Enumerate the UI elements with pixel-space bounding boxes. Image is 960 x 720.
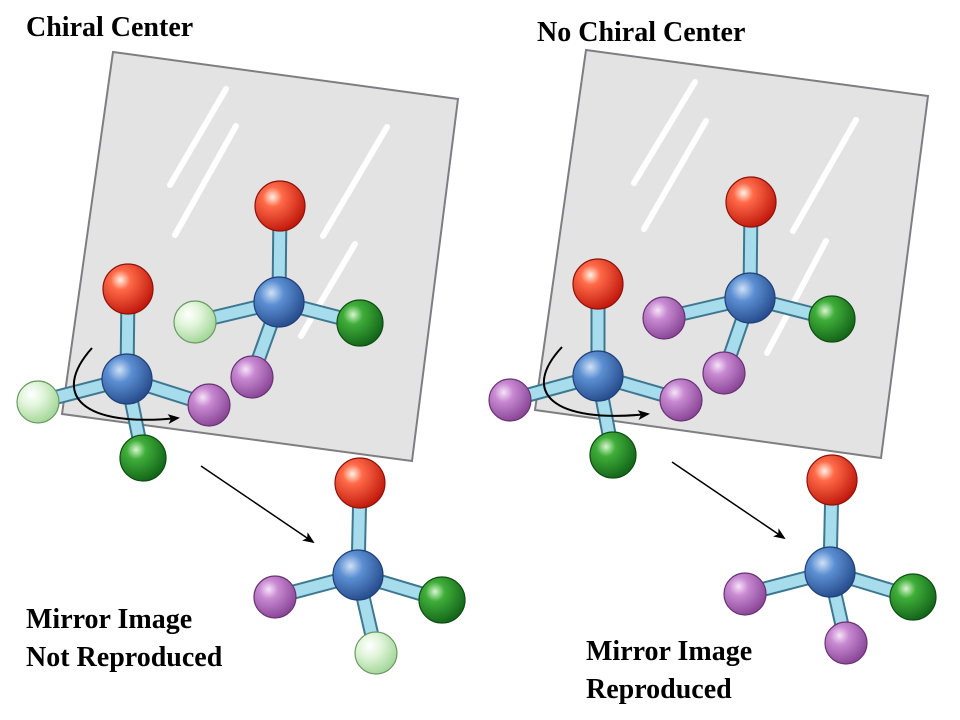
carbon-atom	[332, 549, 384, 601]
rotation-arrow	[542, 346, 650, 421]
rotation-arrow	[72, 347, 180, 425]
right-title: No Chiral Center	[537, 17, 745, 48]
carbon-atom	[101, 353, 153, 405]
green-atom	[889, 573, 937, 621]
purple-atom	[230, 355, 274, 399]
mirror-glare	[631, 79, 859, 356]
green-atom	[336, 299, 384, 347]
left-panel: Chiral Center Mirror Image Not Reproduce…	[16, 12, 466, 675]
mirror-image-arrow	[671, 461, 786, 540]
red-atom	[725, 176, 777, 228]
reflected-molecule	[642, 176, 856, 395]
green-atom	[119, 434, 167, 482]
right-panel: No Chiral Center Mirror Image Reproduced	[488, 17, 937, 705]
carbon-atom	[724, 272, 776, 324]
mirror-image-molecule	[723, 454, 937, 665]
green-atom	[418, 576, 466, 624]
lightgreen-atom	[354, 631, 398, 675]
red-atom	[806, 454, 858, 506]
red-atom	[572, 258, 624, 310]
red-atom	[254, 180, 306, 232]
purple-atom	[824, 621, 868, 665]
front-molecule	[16, 263, 231, 482]
carbon-atom	[804, 546, 856, 598]
left-caption-line-2: Not Reproduced	[26, 642, 223, 673]
mirror-plane	[533, 48, 930, 460]
green-atom	[808, 295, 856, 343]
right-caption-line-1: Mirror Image	[586, 636, 752, 667]
purple-atom	[488, 378, 532, 422]
green-atom	[589, 431, 637, 479]
red-atom	[102, 263, 154, 315]
left-title: Chiral Center	[26, 12, 193, 43]
front-molecule	[488, 258, 703, 479]
right-caption-line-2: Reproduced	[586, 674, 732, 705]
mirror-image-arrow	[200, 465, 315, 544]
carbon-atom	[253, 276, 305, 328]
reflected-molecule	[173, 180, 384, 399]
purple-atom	[702, 351, 746, 395]
left-caption-line-1: Mirror Image	[26, 604, 192, 635]
mirror-image-molecule	[253, 457, 466, 675]
purple-atom	[723, 572, 767, 616]
mirror-plane	[60, 50, 460, 463]
red-atom	[334, 457, 386, 509]
lightgreen-atom	[16, 380, 60, 424]
purple-atom	[659, 378, 703, 422]
purple-atom	[642, 296, 686, 340]
purple-atom	[187, 383, 231, 427]
lightgreen-atom	[173, 300, 217, 344]
carbon-atom	[572, 350, 624, 402]
purple-atom	[253, 575, 297, 619]
mirror-glare	[167, 86, 390, 339]
